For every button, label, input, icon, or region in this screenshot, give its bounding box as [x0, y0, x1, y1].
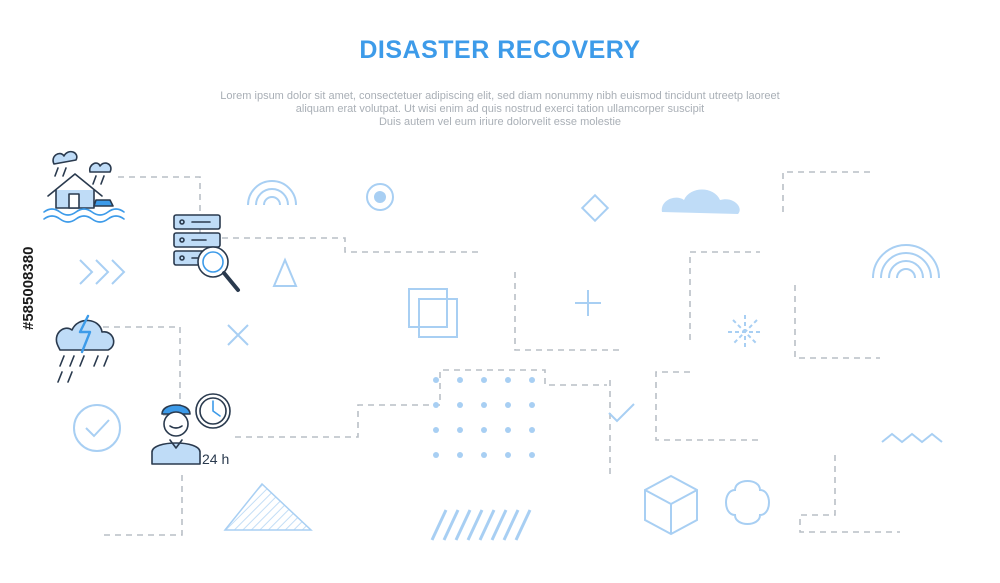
connector-lines: [92, 171, 900, 536]
thunderstorm-icon: [55, 314, 115, 383]
support-hours-label: 24 h: [202, 451, 230, 467]
description-line-3: Duis autem vel eum iriure dolorvelit ess…: [378, 116, 622, 128]
hatch-strip: [430, 509, 532, 541]
dot-grid: [433, 377, 535, 458]
decorative-shapes: [73, 180, 943, 536]
server-search-icon: [173, 214, 240, 292]
description-line-2: aliquam erat volutpat. Ut wisi enim ad q…: [295, 103, 705, 115]
flood-house-icon: [43, 150, 125, 223]
cloud-decoration: [661, 189, 740, 214]
page-title: DISASTER RECOVERY: [359, 36, 641, 64]
stock-id-watermark: #585008380: [20, 246, 37, 330]
hatched-triangle: [223, 482, 313, 531]
description-line-1: Lorem ipsum dolor sit amet, consectetuer…: [220, 90, 780, 102]
support-agent-clock-icon: [151, 393, 231, 465]
